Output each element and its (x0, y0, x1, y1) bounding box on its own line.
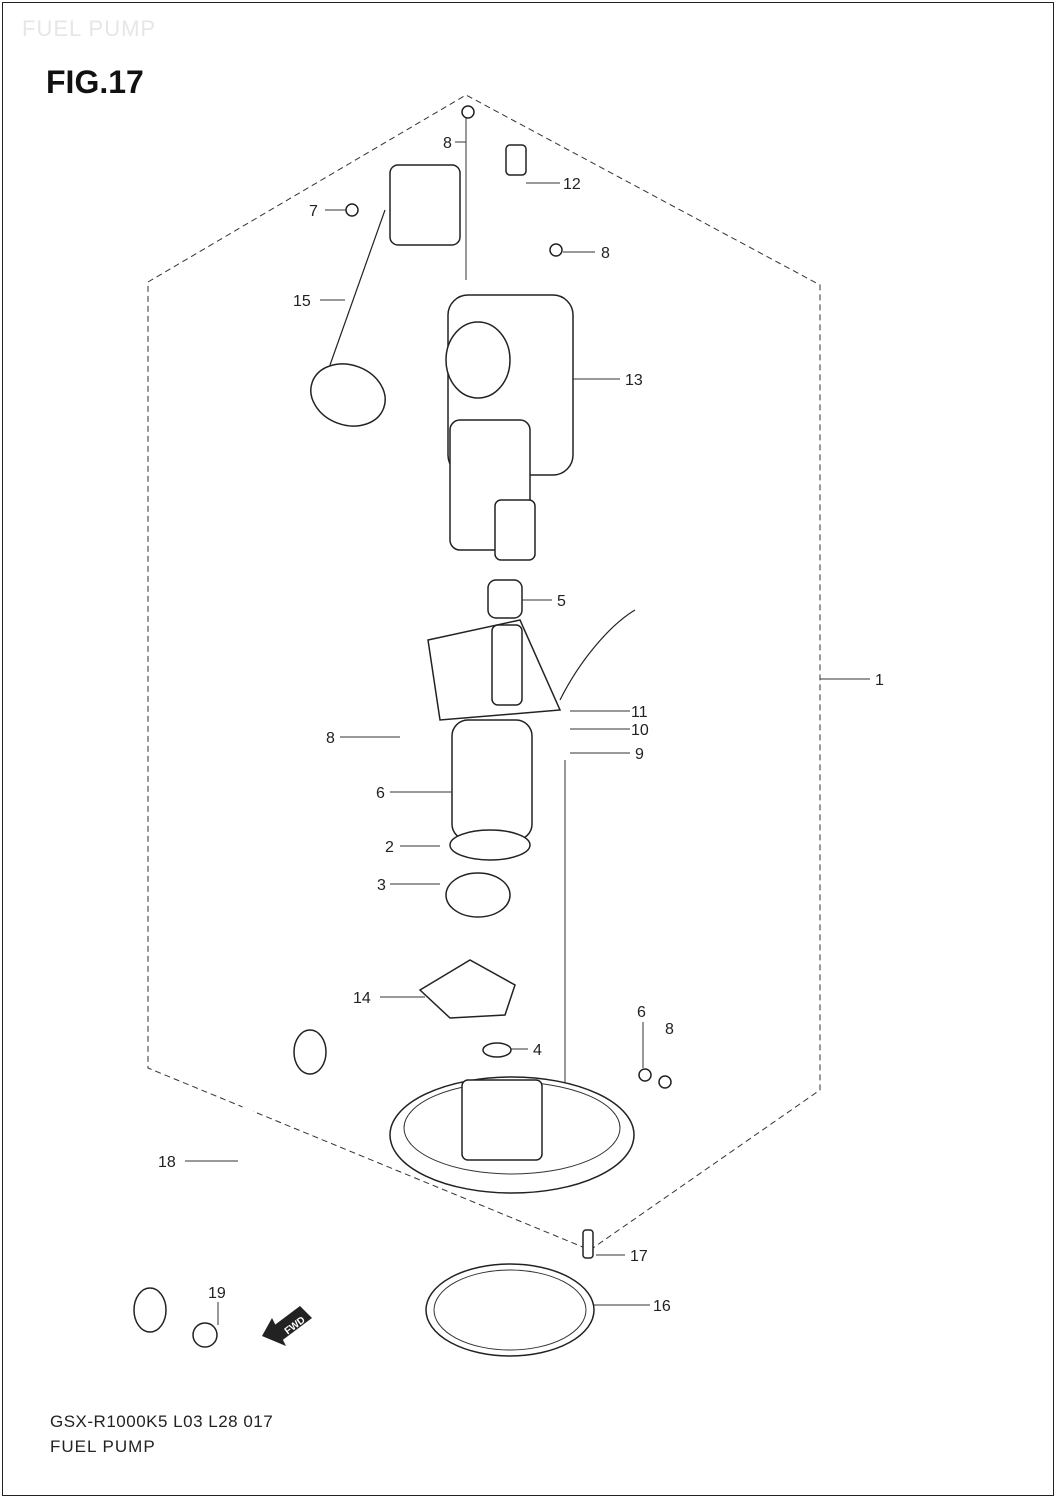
callout-15: 15 (293, 293, 311, 310)
callout-1: 1 (875, 672, 884, 689)
callout-4: 4 (533, 1042, 542, 1059)
screw-6-right-part (638, 1068, 652, 1082)
callout-16: 16 (653, 1298, 671, 1315)
fuel-filter-part (445, 294, 574, 561)
callout-17: 17 (630, 1248, 648, 1265)
hose-18-part (108, 1029, 327, 1333)
callout-3: 3 (377, 877, 386, 894)
o-ring-16-part (425, 1263, 595, 1357)
callout-19: 19 (208, 1285, 226, 1302)
screw-8-right-part (549, 243, 563, 257)
clamp-19-part (192, 1322, 218, 1348)
watermark-text: FUEL PUMP (22, 16, 157, 41)
callout-7: 7 (309, 203, 318, 220)
base-plate-part (389, 1076, 635, 1194)
regulator-14-part (418, 959, 516, 1019)
screw-7-part (345, 203, 359, 217)
washer-4-part (482, 1042, 512, 1058)
screw-8-top-part (461, 105, 475, 119)
forward-arrow-icon: FWD (262, 1306, 312, 1346)
bolt-17-part (582, 1229, 594, 1259)
callout-labels: 1 2 3 4 5 6 6 7 8 8 8 8 9 10 11 12 13 14… (158, 135, 884, 1315)
callout-9: 9 (635, 746, 644, 763)
callout-2: 2 (385, 839, 394, 856)
footer-section-name: FUEL PUMP (50, 1437, 156, 1456)
gasket-2-part (449, 829, 531, 861)
callout-10: 10 (631, 722, 649, 739)
connector-12-part (505, 144, 527, 176)
callout-13: 13 (625, 372, 643, 389)
screw-8-lower-part (658, 1075, 672, 1089)
callout-8-left: 8 (326, 730, 335, 747)
footer-model-code: GSX-R1000K5 L03 L28 017 (50, 1412, 274, 1431)
callout-14: 14 (353, 990, 371, 1007)
callout-12: 12 (563, 176, 581, 193)
fuel-pump-6-part (451, 719, 533, 841)
pump-bracket-part (427, 609, 636, 721)
fuel-level-sender-part (310, 164, 461, 427)
callout-11: 11 (631, 704, 648, 721)
callout-6-screw: 6 (637, 1004, 646, 1021)
leader-lines (185, 141, 870, 1325)
callout-6-pump: 6 (376, 785, 385, 802)
callout-8-right: 8 (601, 245, 610, 262)
figure-title: FIG.17 (46, 64, 144, 100)
callout-8-top: 8 (443, 135, 452, 152)
callout-8-lower: 8 (665, 1021, 674, 1038)
clamp-3-part (445, 872, 511, 918)
callout-5: 5 (557, 593, 566, 610)
cap-5-part (487, 579, 523, 619)
assembly-outline (147, 94, 821, 1251)
callout-18: 18 (158, 1154, 176, 1171)
